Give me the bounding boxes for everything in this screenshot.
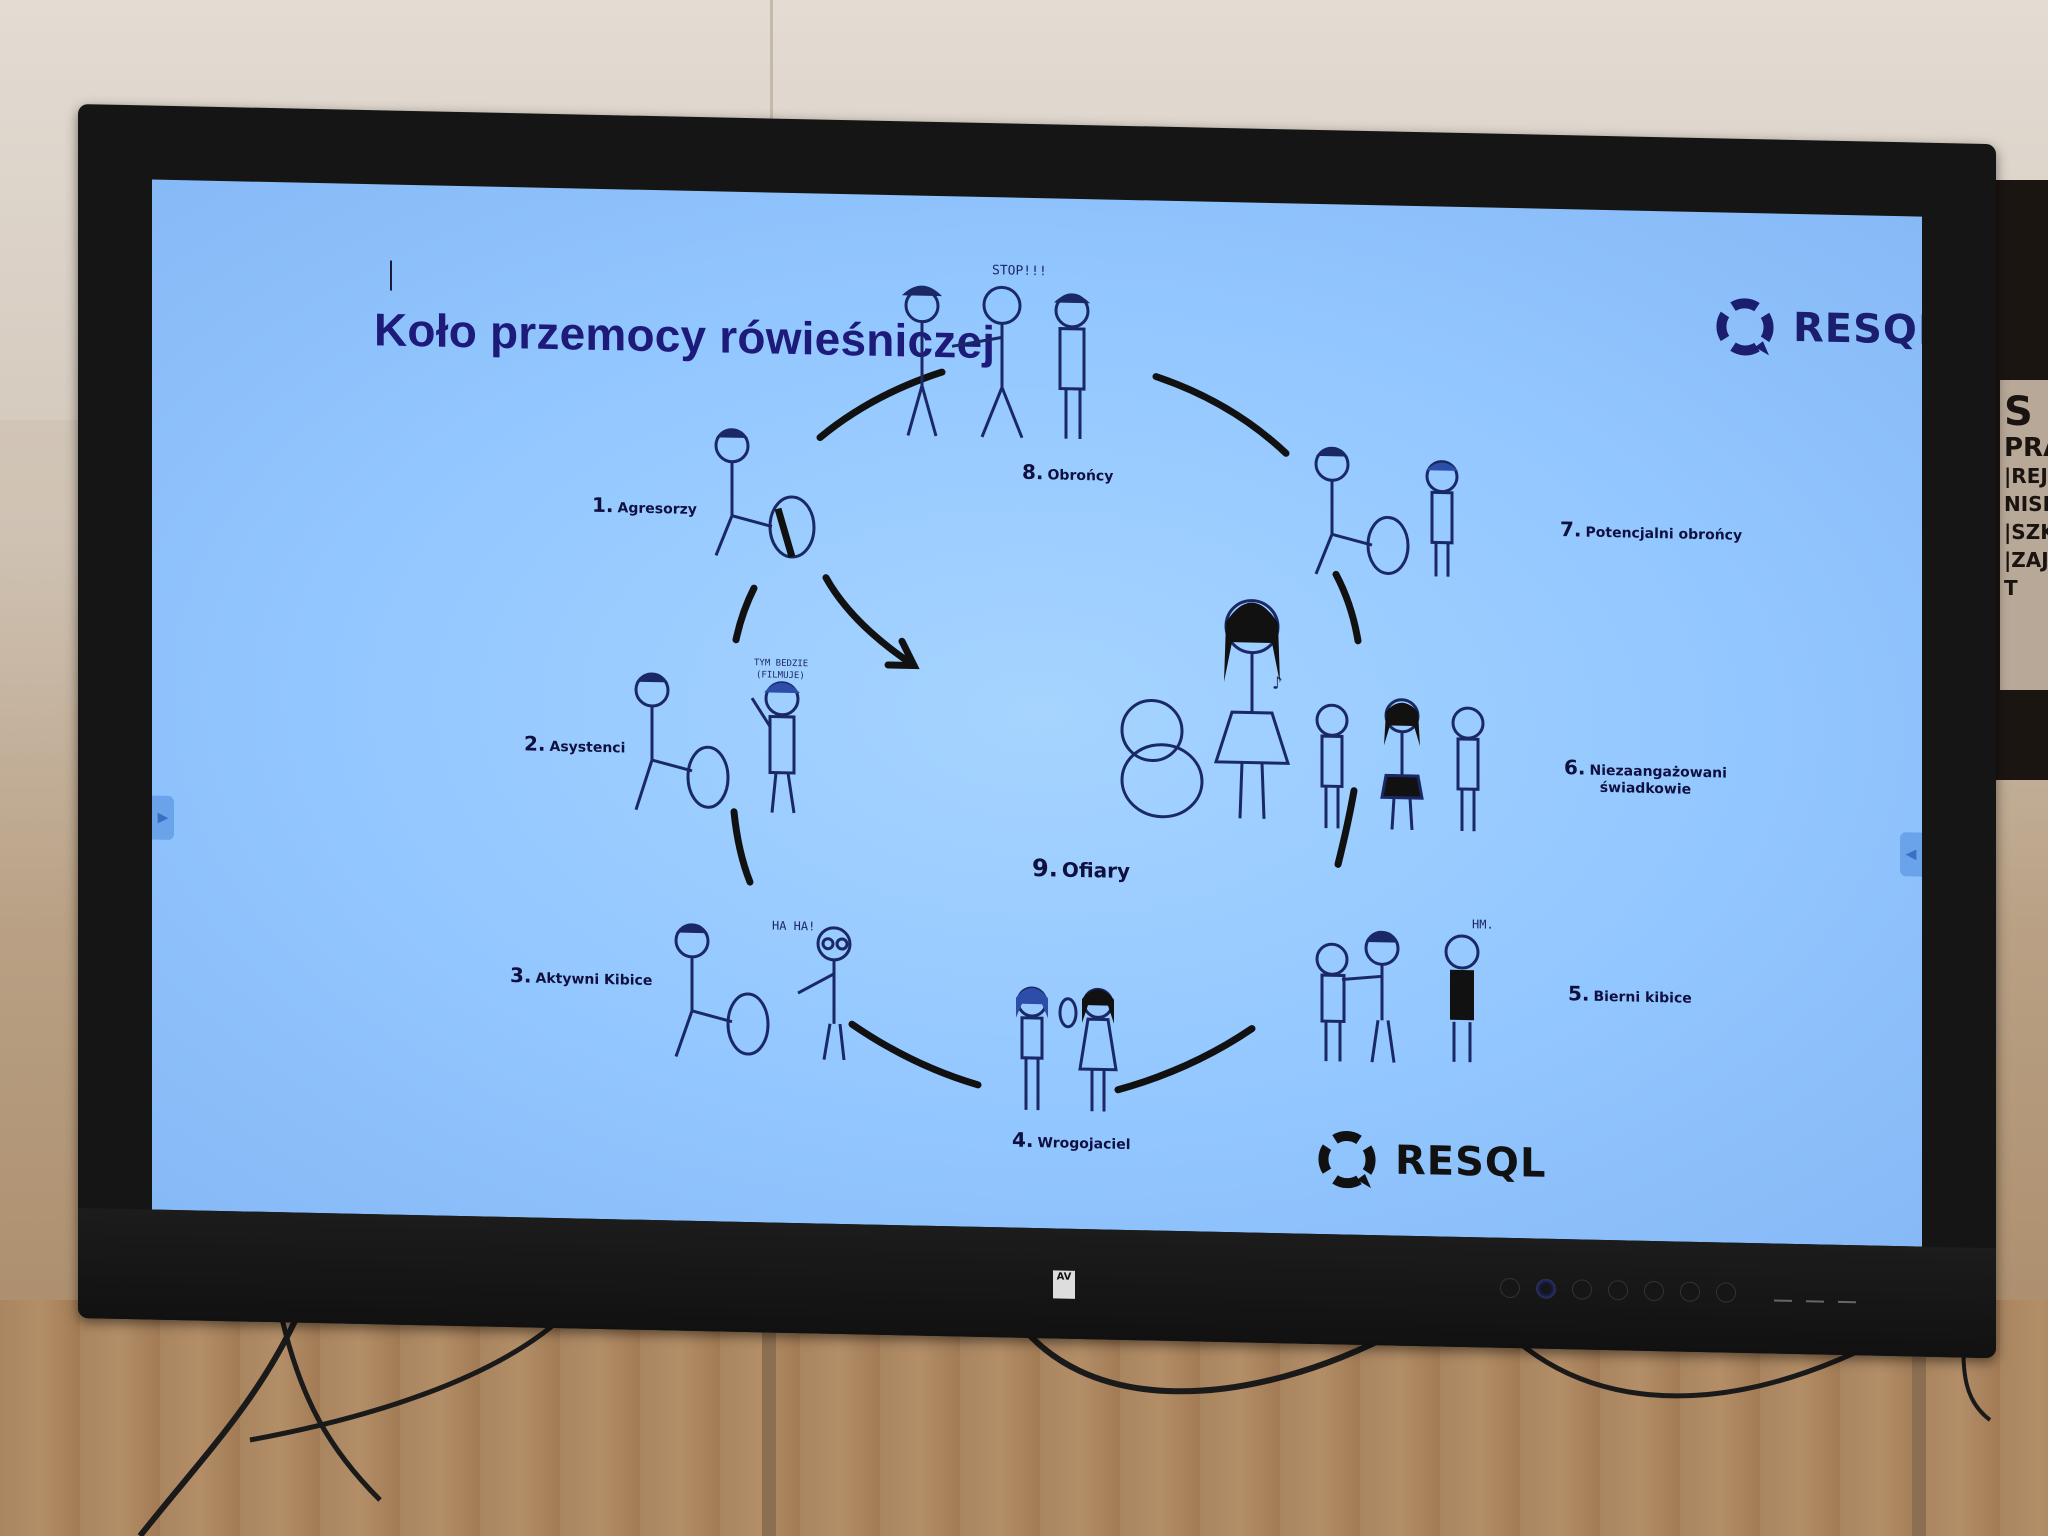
control-button[interactable] [1500,1277,1520,1299]
role-name: Ofiary [1061,857,1131,884]
arc-segment [730,808,754,886]
poster-line: T [2004,576,2018,600]
role-number: 9. [1032,853,1058,883]
prev-slide-button[interactable]: ▶ [152,795,174,841]
potential-defenders-illustration [1314,446,1459,577]
victims-illustration [1120,599,1291,819]
next-slide-button[interactable]: ◀ [1900,832,1922,877]
role-name: Agresorzy [617,500,697,518]
role-number: 5. [1568,981,1590,1006]
role-name: Obrońcy [1047,467,1114,485]
role-name: Bierni kibice [1593,988,1692,1007]
arc-segment [848,1020,982,1089]
poster-line: PRAW [2004,433,2048,463]
role-label-defenders: 8.Obrońcy [1022,460,1113,486]
control-button[interactable] [1608,1280,1628,1301]
passive-supporters-illustration [1315,930,1480,1063]
power-button[interactable] [1536,1278,1556,1299]
av-brand-logo: AV [1053,1270,1075,1299]
resql-logo-bottom: RESQL [1317,1129,1546,1194]
role-label-assistants: 2.Asystenci [524,731,625,757]
role-name: Niezaangażowani [1589,762,1727,782]
arc-segment [1114,1025,1256,1094]
wall-post [762,1280,776,1536]
poster-line: |SZK [2004,520,2048,544]
role-name: Potencjalni obrońcy [1585,524,1743,544]
poster-text: S PRAW |REJ NISKO |SZK |ZAJ T [2000,380,2048,690]
slide-screen: Koło przemocy rówieśniczej RESQL [152,179,1922,1247]
usb-ports [1774,1287,1856,1304]
assistants-illustration [634,672,800,814]
speech-assistant-2: (FILMUJE) [756,670,805,682]
arc-segment [1152,373,1290,457]
play-right-icon: ▶ [157,809,169,826]
speech-assistant: TYM BEDZIE [754,658,809,670]
control-button[interactable] [1680,1281,1700,1302]
lifebuoy-icon [1318,1131,1376,1189]
display-monitor: Koło przemocy rówieśniczej RESQL [78,104,1996,1359]
role-name: Asystenci [549,738,626,757]
control-button[interactable] [1572,1279,1592,1300]
control-button[interactable] [1644,1280,1664,1302]
role-label-victims: 9.Ofiary [1032,854,1130,884]
usb-port [1806,1288,1824,1303]
role-label-frenemy: 4.Wrogojaciel [1012,1128,1131,1154]
poster-line: NISKO [2004,492,2048,516]
uninvolved-witnesses-illustration [1315,698,1485,832]
role-number: 7. [1560,517,1582,542]
poster-line: |ZAJ [2004,548,2048,572]
control-button[interactable] [1716,1282,1736,1303]
frenemy-illustration [1016,986,1118,1112]
play-left-icon: ◀ [1905,846,1917,863]
cycle-diagram [730,368,1362,1094]
active-supporters-illustration [674,923,852,1061]
role-name: Aktywni Kibice [535,970,653,990]
role-label-potential-defenders: 7.Potencjalni obrońcy [1560,517,1742,545]
usb-port [1838,1288,1856,1304]
role-number: 3. [510,963,532,988]
poster-line: |REJ [2004,464,2048,488]
defenders-illustration [902,285,1090,440]
speech-hm: HM. [1472,917,1494,932]
role-number: 6. [1564,755,1586,780]
role-number: 4. [1012,1127,1034,1153]
monitor-controls [1500,1277,1736,1303]
resql-logo: RESQL [1715,296,1922,361]
role-label-active-supporters: 3.Aktywni Kibice [510,963,652,990]
usb-port [1774,1287,1792,1302]
role-name: Wrogojaciel [1037,1135,1131,1154]
arrow-to-victim [822,574,920,670]
arc-segment [816,368,946,442]
poster-line: S [2004,389,2033,435]
role-number: 8. [1022,459,1044,485]
aggressors-illustration [714,428,816,559]
wall-seam [770,0,773,130]
role-label-uninvolved-witnesses: 6.Niezaangażowani świadkowie [1564,755,1727,798]
role-label-aggressors: 1.Agresorzy [592,493,697,519]
role-number: 2. [524,731,546,756]
arc-segment [732,584,758,644]
role-label-passive-supporters: 5.Bierni kibice [1568,981,1692,1008]
arc-segment [1334,787,1358,868]
arc-segment [1332,570,1362,645]
speech-stop: STOP!!! [992,263,1047,280]
lifebuoy-icon [1716,298,1774,356]
role-number: 1. [592,492,614,518]
speech-laugh: HA HA! [772,918,816,934]
